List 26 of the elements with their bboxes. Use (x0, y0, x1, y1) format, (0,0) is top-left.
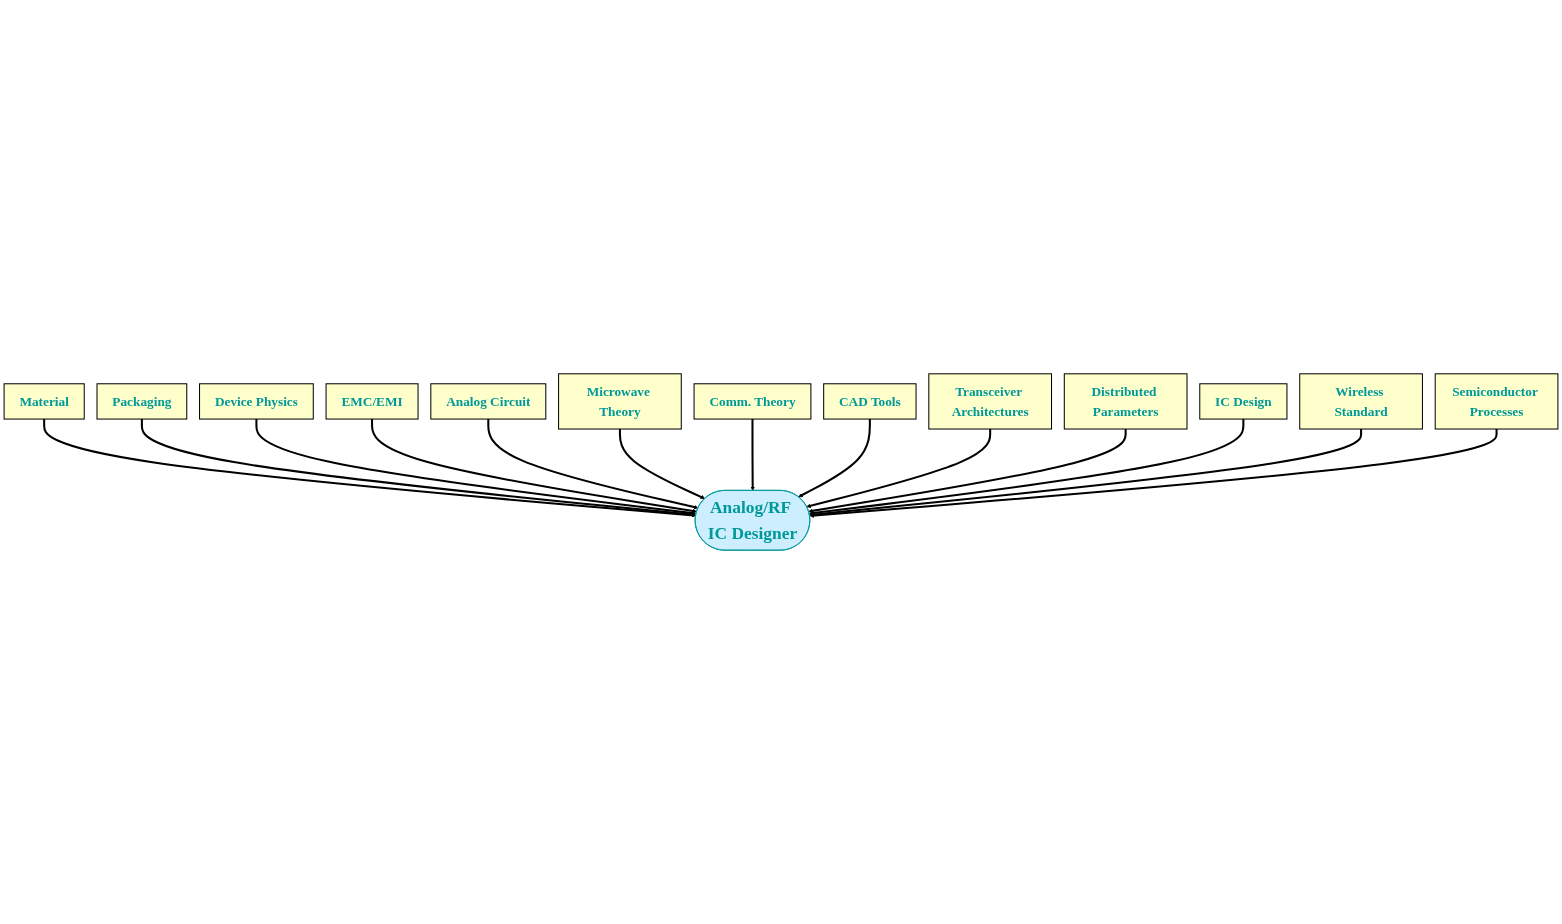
node-box: Analog Circuit (430, 383, 547, 420)
node-box: Packaging (96, 383, 188, 420)
arrow (43, 419, 696, 518)
arrow (798, 419, 871, 498)
node-box: Transceiver Architectures (928, 373, 1052, 430)
node-box: Material (3, 383, 85, 420)
node-box: EMC/EMI (325, 383, 419, 420)
arrow (255, 419, 697, 516)
node-box: CAD Tools (823, 383, 917, 420)
node-box: IC Design (1199, 383, 1288, 420)
node-box: Microwave Theory (558, 373, 682, 430)
node-box: Comm. Theory (693, 383, 812, 420)
arrow (371, 419, 697, 514)
arrow (809, 429, 1363, 517)
arrow (750, 419, 755, 491)
arrow (140, 419, 697, 517)
node-box: Device Physics (199, 383, 314, 420)
arrow (809, 419, 1245, 516)
arrow (618, 429, 706, 500)
arrow (487, 419, 699, 510)
arrow (808, 429, 1127, 514)
node-box: Semiconductor Processes (1434, 373, 1559, 430)
arrow (809, 428, 1498, 518)
node-box: Wireless Standard (1299, 373, 1423, 430)
node-box: Distributed Parameters (1063, 373, 1188, 430)
arrow (806, 429, 992, 508)
